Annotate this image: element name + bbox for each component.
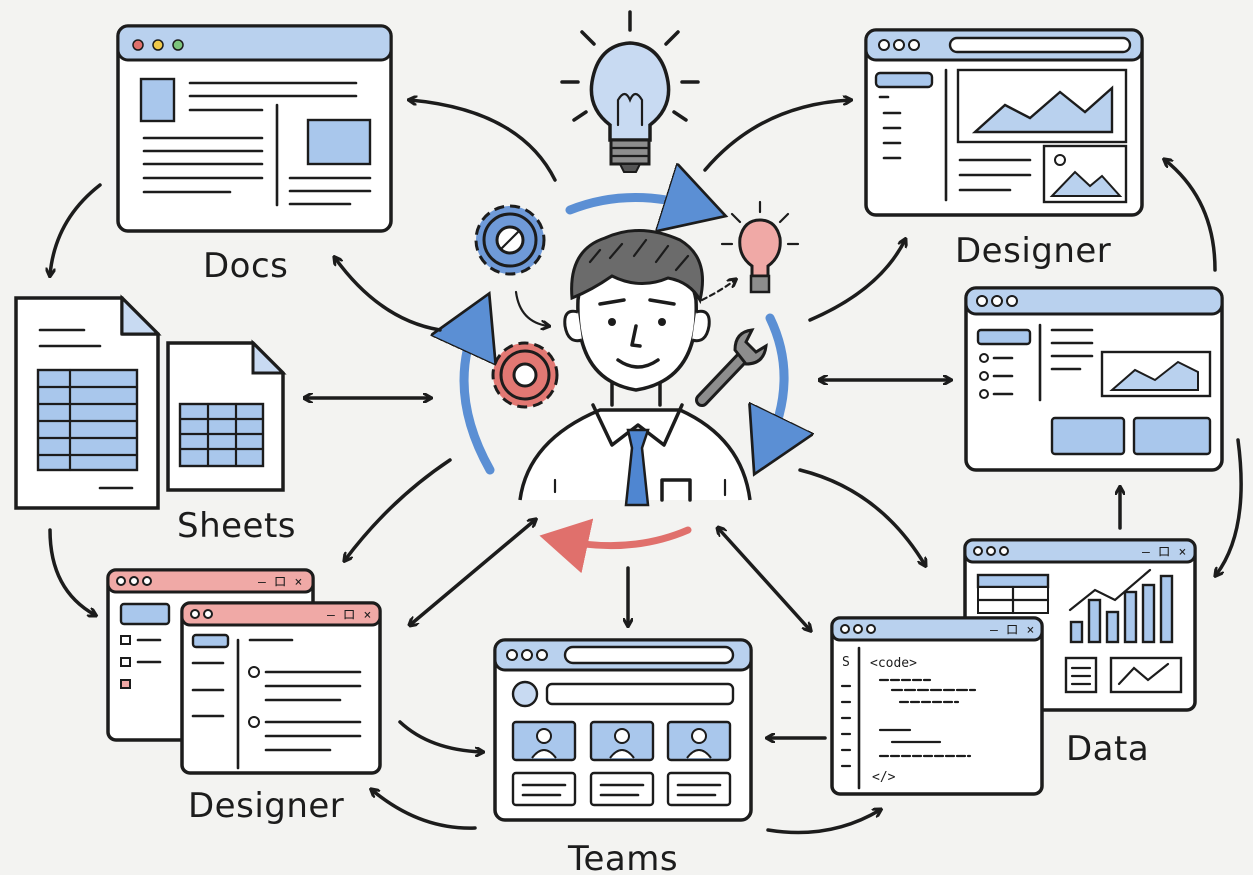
designer-windows-left: – ロ × – ロ × [106,568,382,775]
code-side-marker: S [842,655,850,670]
code-close-tag: </> [872,770,896,785]
window-controls: – ロ × [990,623,1034,638]
designer-label-top: Designer [955,231,1111,271]
user-avatar-icon [511,680,539,708]
person-figure [518,228,752,507]
code-open-tag: <code> [870,656,917,671]
teams-window [493,638,753,822]
video-tiles [511,720,732,762]
docs-label: Docs [203,246,288,286]
teams-label: Teams [567,839,678,875]
gear-icon [474,204,546,276]
wrench-icon [695,328,768,407]
gear-icon [491,341,559,409]
designer-label-bottom: Designer [188,786,344,826]
lightbulb-icon [720,200,800,294]
sheets-documents [14,294,287,510]
sheets-label: Sheets [177,506,296,546]
designer-window-top [864,28,1144,217]
connector-arrows [50,100,1243,835]
dashboard-window-right [964,286,1224,472]
docs-window [116,24,393,233]
window-controls: – ロ × [258,575,302,590]
bar-chart-icon [1068,568,1174,644]
code-window: – ロ × S <code> </> [830,616,1044,796]
window-controls: – ロ × [1142,545,1186,560]
window-controls: – ロ × [327,608,371,623]
data-label: Data [1066,729,1149,769]
lightbulb-icon [560,10,700,173]
